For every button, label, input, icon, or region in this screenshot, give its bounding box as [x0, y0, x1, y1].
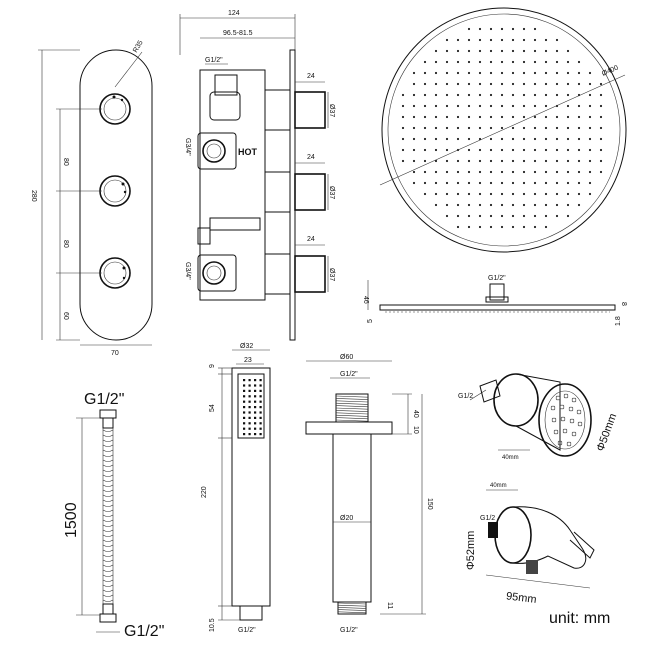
arm-threads-top	[335, 395, 369, 422]
body-jet-40mm: 40mm	[502, 455, 519, 461]
ceiling-flange	[305, 421, 393, 435]
dim-40: 40	[412, 410, 419, 418]
dim-diameter-400: Ø400	[601, 64, 620, 77]
valve-knob-bottom	[99, 257, 131, 289]
thread-top-label: G1/2"	[205, 57, 223, 64]
arm-thread-bottom: G1/2"	[340, 627, 358, 634]
bracket-thread: G1/2	[480, 515, 495, 522]
valve-side-view: 124 96.5-81.5 G1/2" 24 Ø37 24 Ø37	[179, 10, 335, 341]
svg-text:Ø37: Ø37	[328, 104, 335, 117]
dim-10: 10	[412, 426, 419, 434]
rain-head-nozzles	[401, 27, 603, 229]
svg-text:Ø37: Ø37	[328, 268, 335, 281]
cartridge-bottom: 24 Ø37	[264, 236, 335, 295]
unit-label: unit: mm	[549, 610, 610, 627]
hose-coils	[102, 428, 114, 604]
rain-head-side-view: G1/2" 46 5 8 1.8	[362, 275, 627, 326]
arm-thread-top: G1/2"	[340, 371, 358, 378]
rain-head-outline	[381, 7, 627, 253]
dim-8: 8	[620, 302, 627, 306]
spray-face	[237, 373, 265, 439]
hot-label: HOT	[238, 147, 258, 157]
valve-knob-top	[99, 93, 131, 125]
body-jet-diameter: Φ50mm	[595, 412, 620, 453]
svg-text:Ø37: Ø37	[328, 186, 335, 199]
spray-holes	[243, 379, 262, 436]
hose-thread-top: G1/2"	[84, 391, 124, 408]
dim-9: 9	[209, 364, 216, 368]
valve-knob-middle	[99, 175, 131, 207]
dim-23: 23	[244, 357, 252, 364]
dim-60: 60	[62, 312, 69, 320]
bracket-diameter: Φ52mm	[465, 531, 477, 570]
dim-220: 220	[201, 486, 208, 498]
dim-depth: 96.5-81.5	[223, 30, 253, 37]
bracket-95mm: 95mm	[505, 590, 537, 606]
cartridge-middle: 24 Ø37	[264, 154, 335, 213]
svg-text:G3/4": G3/4"	[184, 262, 191, 280]
dim-32: Ø32	[240, 343, 253, 350]
svg-text:24: 24	[307, 154, 315, 161]
dim-46: 46	[362, 296, 369, 304]
dim-54: 54	[209, 404, 216, 412]
dim-60: Ø60	[340, 354, 353, 361]
dim-10-5: 10.5	[209, 618, 216, 632]
dim-70: 70	[111, 350, 119, 357]
bracket-40mm: 40mm	[490, 483, 507, 489]
dim-5: 5	[367, 319, 374, 323]
svg-text:24: 24	[307, 73, 315, 80]
dim-20: Ø20	[340, 515, 353, 522]
rain-head-top-view: Ø400	[379, 7, 627, 253]
ceiling-arm-drawing: Ø60 G1/2" Ø20 40 10 150 11 G1/2"	[305, 354, 433, 634]
valve-faceplate	[79, 49, 153, 341]
dim-11: 11	[386, 602, 393, 609]
arm-threads-bottom	[337, 602, 367, 614]
rain-head-thread: G1/2"	[488, 275, 506, 282]
hose-length: 1500	[63, 502, 80, 538]
dim-1-8: 1.8	[615, 316, 622, 326]
jet-face	[538, 383, 592, 457]
hose-thread-bottom: G1/2"	[124, 623, 164, 640]
dim-r35: R35	[132, 39, 145, 54]
hose-drawing: G1/2" 1500 G1/2"	[63, 391, 164, 640]
hand-shower-drawing: Ø32 23 9 54 220 10.5 G1/2"	[201, 343, 271, 634]
dim-80-a: 80	[62, 158, 69, 166]
arm-thread-bottom-graphic	[337, 601, 367, 615]
svg-text:G3/4": G3/4"	[184, 138, 191, 156]
cartridge-top: 24 Ø37	[264, 73, 335, 131]
valve-front-view: R35 80 80 60 280 70	[30, 39, 153, 357]
dim-280: 280	[30, 190, 37, 202]
hot-inlet: G3/4" HOT	[184, 132, 258, 170]
svg-text:24: 24	[307, 236, 315, 243]
body-jet-thread: G1/2	[458, 393, 473, 400]
jet-holes	[550, 393, 583, 447]
cold-inlet: G3/4"	[184, 254, 237, 292]
wall-bracket-drawing: 40mm G1/2 Φ52mm 95mm	[465, 483, 595, 606]
body-jet-drawing: G1/2 40mm Φ50mm	[458, 373, 620, 461]
dim-150: 150	[426, 498, 433, 510]
diameter-line	[379, 74, 626, 186]
hand-shower-thread: G1/2"	[238, 627, 256, 634]
dim-124: 124	[228, 10, 240, 17]
dim-80-b: 80	[62, 240, 69, 248]
